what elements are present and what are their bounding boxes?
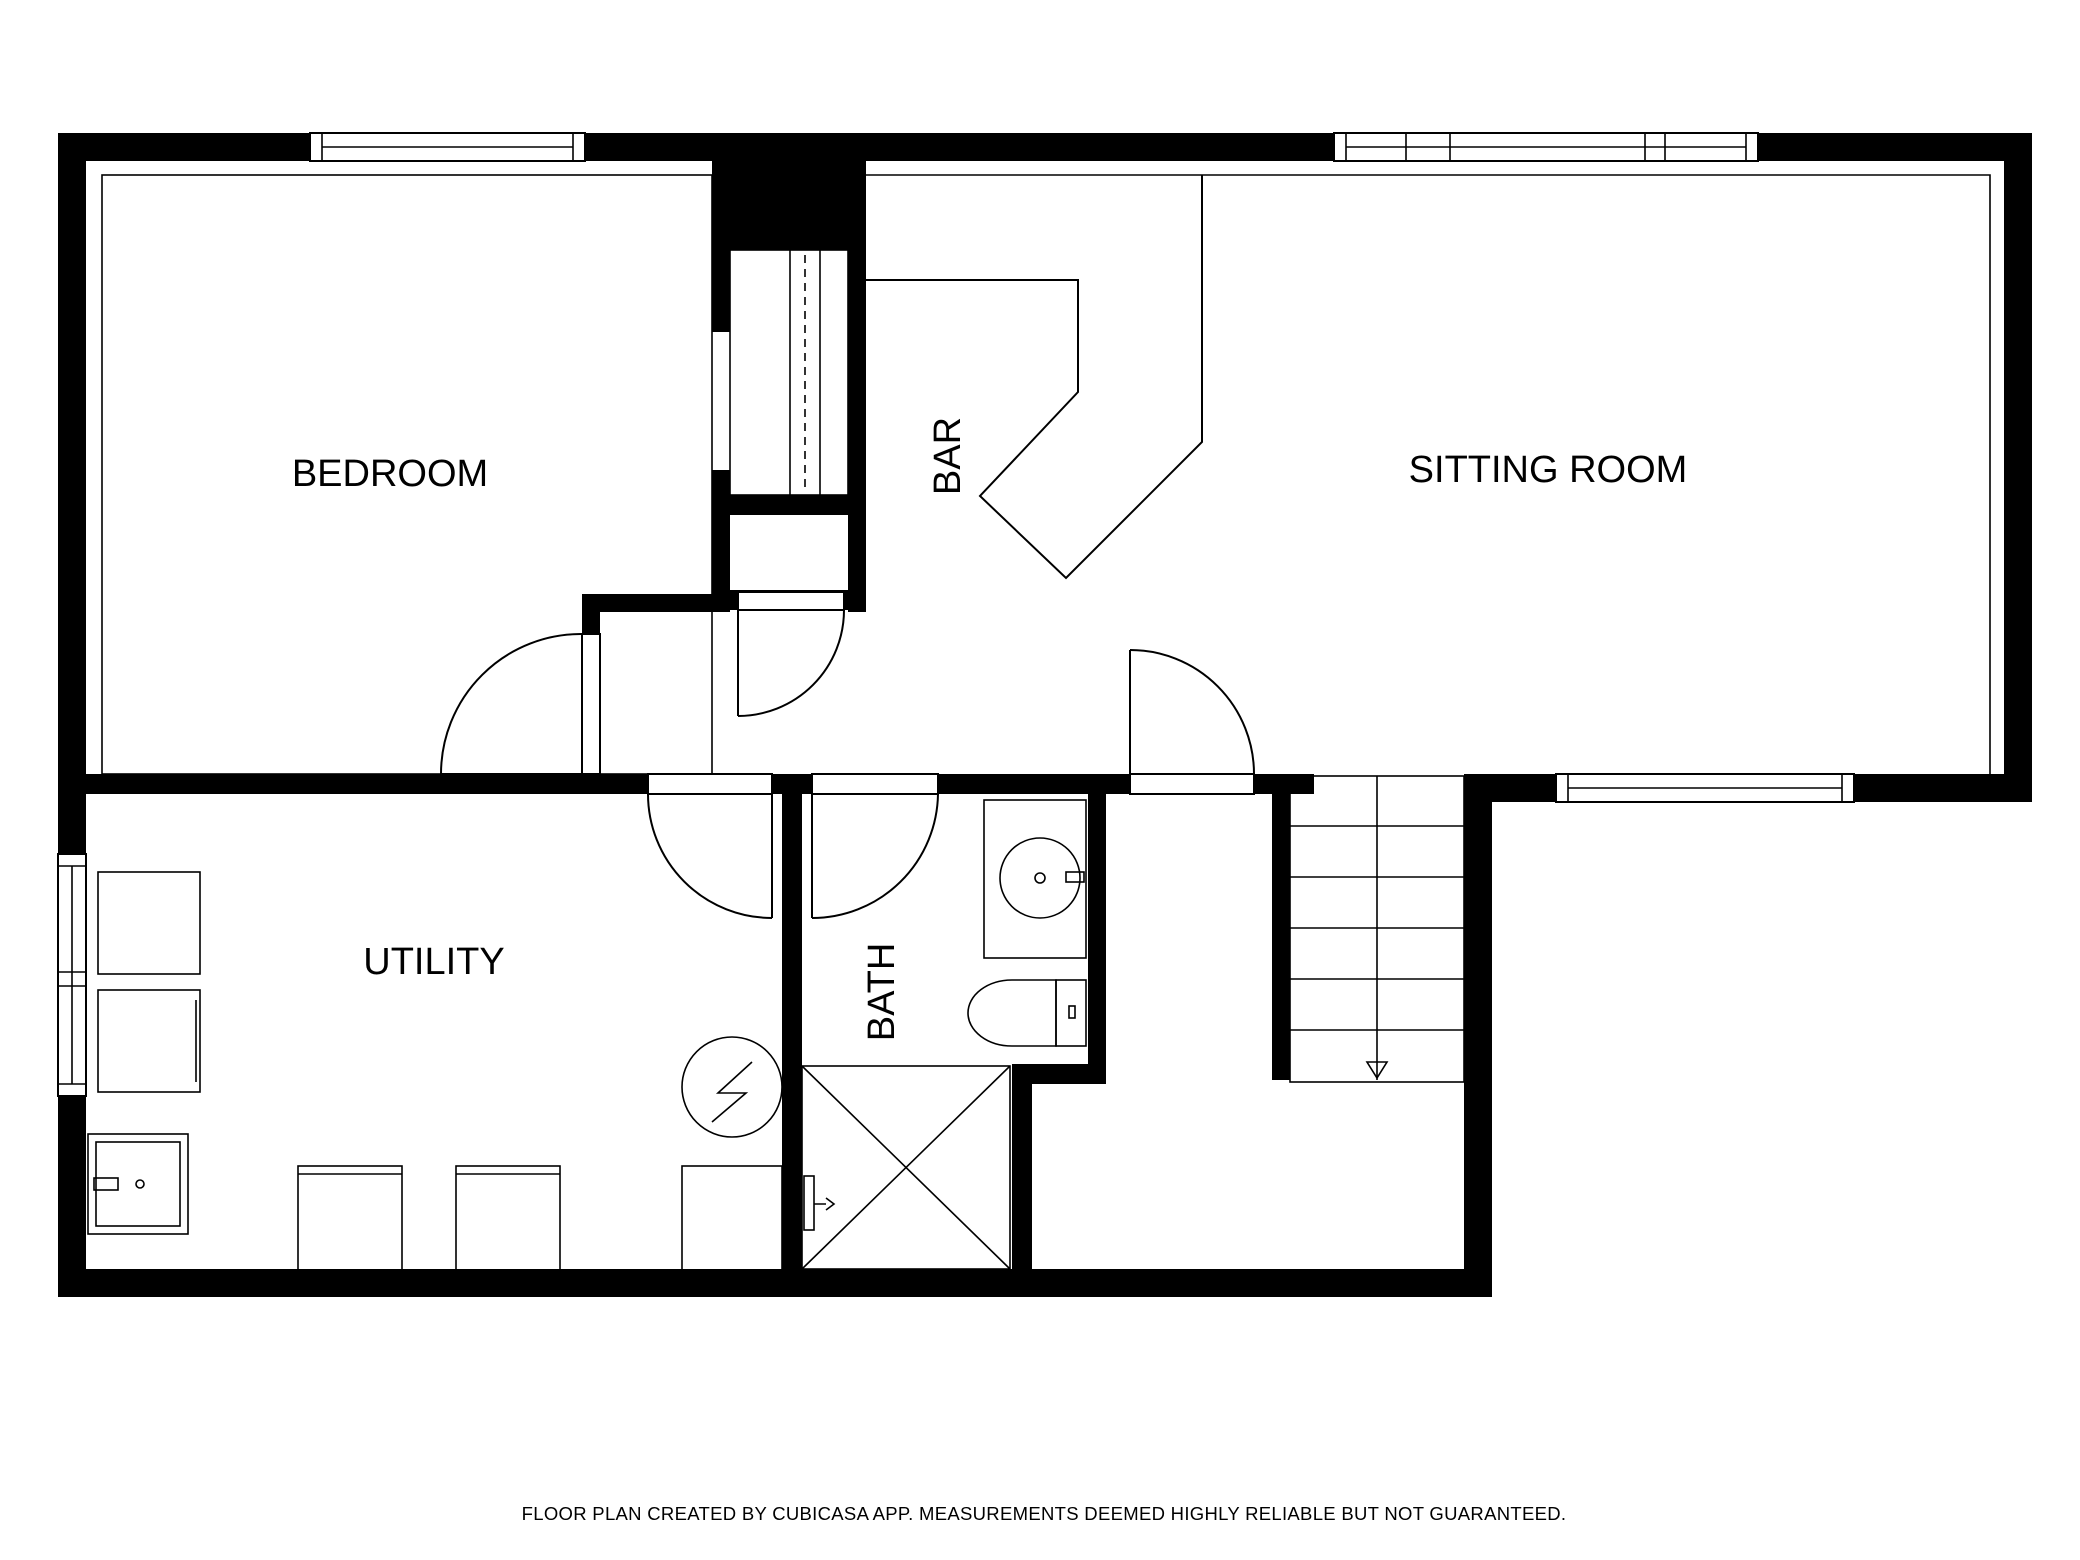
- stair-direction-arrow: [1365, 1061, 1389, 1080]
- vanity: [983, 799, 1087, 959]
- doors: [440, 591, 1255, 919]
- dryer: [97, 989, 201, 1093]
- storage-unit-2: [455, 1165, 561, 1271]
- room-outlines: [101, 174, 1991, 775]
- room-label-bedroom: BEDROOM: [292, 453, 488, 495]
- bath-fixtures: [801, 799, 1087, 1270]
- stairs: [1289, 775, 1465, 1083]
- shower: [801, 1065, 1011, 1270]
- utility-fixtures: [87, 871, 783, 1271]
- storage-unit-1: [297, 1165, 403, 1271]
- sink-basin: [999, 837, 1081, 919]
- room-labels: BEDROOM BAR SITTING ROOM UTILITY BATH: [292, 417, 1688, 1041]
- washer: [97, 871, 201, 975]
- utility-sink: [87, 1133, 189, 1235]
- water-heater: [681, 1036, 783, 1138]
- windows: [57, 132, 1855, 1097]
- room-label-bath: BATH: [861, 943, 903, 1042]
- room-label-bar: BAR: [927, 417, 969, 495]
- room-label-sitting-room: SITTING ROOM: [1409, 449, 1688, 491]
- furnace: [681, 1165, 783, 1271]
- footer-disclaimer: FLOOR PLAN CREATED BY CUBICASA APP. MEAS…: [522, 1503, 1567, 1524]
- toilet-bowl: [967, 979, 1057, 1047]
- shower-valve: [814, 1197, 836, 1211]
- room-label-utility: UTILITY: [363, 941, 504, 983]
